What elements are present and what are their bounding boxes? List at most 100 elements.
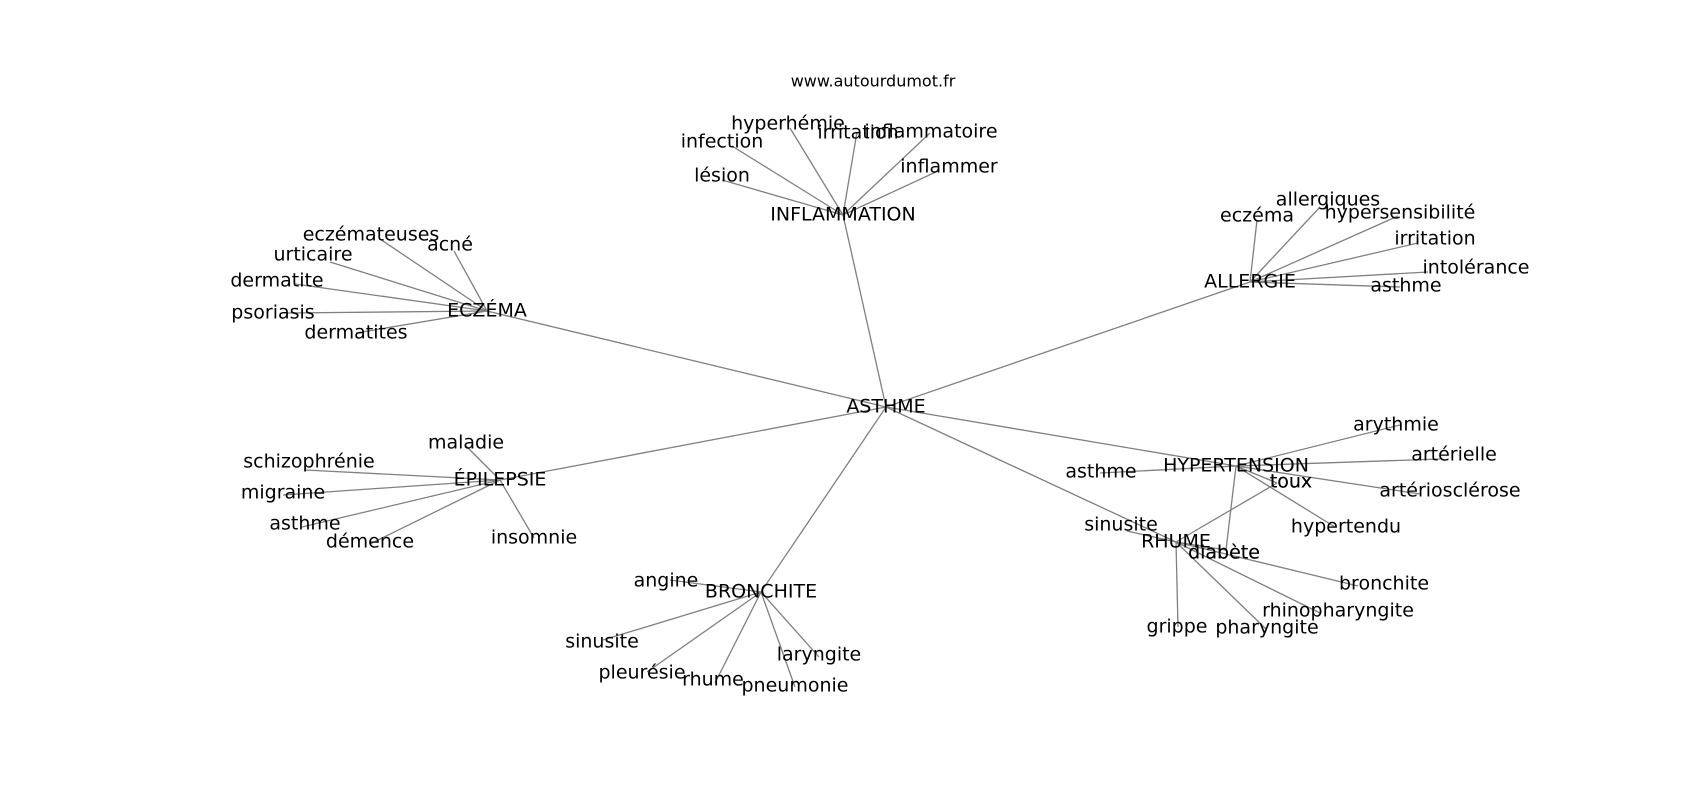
edge-epilepsie-asthme xyxy=(301,479,501,528)
edge-rhume-bronchite xyxy=(1175,541,1359,587)
node-word-epilepsie-demence: démence xyxy=(326,531,414,553)
edge-epilepsie-migraine xyxy=(282,479,501,496)
node-hub-allergie: ALLERGIE xyxy=(1204,271,1296,293)
edge-asthme-epilepsie xyxy=(499,406,887,481)
edge-bronchite-angine xyxy=(669,579,762,593)
node-word-eczema-dermatites: dermatites xyxy=(304,322,407,344)
node-word-hypertension-arythmie: arythmie xyxy=(1353,414,1439,436)
node-word-rhume-rhinopharyngite: rhinopharyngite xyxy=(1262,600,1414,622)
node-word-rhume-diabete: diabète xyxy=(1188,542,1260,564)
node-hub-hypertension: HYPERTENSION xyxy=(1163,455,1309,477)
node-word-allergie-irritation: irritation xyxy=(1394,228,1475,250)
node-word-rhume-grippe: grippe xyxy=(1147,616,1208,638)
node-word-bronchite-pneumonie: pneumonie xyxy=(742,675,849,697)
edge-rhume-sinusite xyxy=(1126,530,1177,543)
edge-inflammation-inflammer xyxy=(842,170,939,216)
edge-asthme-eczema xyxy=(486,310,887,408)
edge-inflammation-infection xyxy=(731,145,844,216)
edge-hypertension-toux xyxy=(1235,465,1278,484)
node-hub-epilepsie: ÉPILEPSIE xyxy=(454,468,547,491)
node-word-epilepsie-asthme: asthme xyxy=(269,513,340,535)
node-word-rhume-toux: toux xyxy=(1270,471,1312,493)
node-word-hypertension-diabete: diabète xyxy=(1188,542,1260,564)
edge-epilepsie-insomnie xyxy=(499,479,535,539)
node-word-bronchite-sinusite: sinusite xyxy=(565,631,639,653)
node-word-bronchite-pleuresie: pleurésie xyxy=(598,662,685,684)
node-word-allergie-hypersensibilite: hypersensibilité xyxy=(1325,202,1476,224)
node-word-hypertension-asthme: asthme xyxy=(1065,461,1136,483)
edge-eczema-psoriasis xyxy=(285,310,488,314)
edge-epilepsie-demence xyxy=(369,479,501,545)
edge-allergie-intolerance xyxy=(1249,271,1429,283)
edge-rhume-rhinopharyngite xyxy=(1175,541,1321,614)
edge-asthme-rhume xyxy=(885,406,1177,543)
edge-bronchite-pleuresie xyxy=(646,591,762,673)
node-word-eczema-dermatite: dermatite xyxy=(230,270,323,292)
node-word-hypertension-arterielle: artérielle xyxy=(1411,444,1497,466)
node-word-eczema-acne: acné xyxy=(427,234,473,256)
edge-allergie-hypersensibilite xyxy=(1249,215,1399,283)
edge-rhume-grippe xyxy=(1175,541,1179,628)
node-word-rhume-pharyngite: pharyngite xyxy=(1215,617,1318,639)
edge-allergie-asthme xyxy=(1249,281,1401,288)
edge-allergie-allergiques xyxy=(1249,206,1321,283)
node-word-inflammation-infection: infection xyxy=(681,131,764,153)
edge-asthme-hypertension xyxy=(885,406,1237,467)
node-word-allergie-asthme: asthme xyxy=(1370,275,1441,297)
edge-eczema-urticaire xyxy=(329,261,488,312)
node-word-epilepsie-maladie: maladie xyxy=(428,432,504,454)
node-word-allergie-intolerance: intolérance xyxy=(1423,257,1530,279)
edge-rhume-toux xyxy=(1175,482,1278,543)
node-word-hypertension-arteriosclerose: artériosclérose xyxy=(1379,480,1520,502)
graph-edges xyxy=(282,127,1441,688)
edge-hypertension-hypertendu xyxy=(1235,465,1336,528)
node-word-bronchite-laryngite: laryngite xyxy=(777,644,862,666)
node-word-inflammation-hyperhemie: hyperhémie xyxy=(731,113,845,135)
node-hub-eczema: ECZÉMA xyxy=(447,299,527,322)
node-word-hypertension-hypertendu: hypertendu xyxy=(1291,516,1401,538)
node-hub-bronchite: BRONCHITE xyxy=(705,581,817,603)
node-word-inflammation-inflammatoire: inflammatoire xyxy=(864,121,997,143)
edge-asthme-allergie xyxy=(885,281,1251,408)
node-word-eczema-eczemateuses: eczémateuses xyxy=(303,224,440,246)
edge-allergie-eczema xyxy=(1249,219,1258,283)
edge-inflammation-inflammatoire xyxy=(842,132,931,216)
node-word-rhume-bronchite: bronchite xyxy=(1339,573,1429,595)
edge-rhume-diabete xyxy=(1175,541,1227,551)
edge-allergie-irritation xyxy=(1249,242,1419,283)
edge-hypertension-diabete xyxy=(1225,465,1237,551)
edge-hypertension-asthme xyxy=(1099,465,1237,474)
node-word-bronchite-rhume: rhume xyxy=(682,669,744,691)
edge-bronchite-laryngite xyxy=(760,591,820,658)
node-word-epilepsie-insomnie: insomnie xyxy=(491,527,577,549)
edge-eczema-eczemateuses xyxy=(379,238,488,312)
edge-hypertension-arterielle xyxy=(1235,458,1441,467)
edge-eczema-dermatites xyxy=(355,310,488,334)
node-word-epilepsie-migraine: migraine xyxy=(241,482,325,504)
edge-asthme-bronchite xyxy=(760,406,887,593)
edge-eczema-dermatite xyxy=(294,283,488,312)
node-hub-rhume: RHUME xyxy=(1141,531,1211,553)
node-word-inflammation-inflammer: inflammer xyxy=(900,156,998,178)
node-word-inflammation-irritation: irritation xyxy=(817,122,898,144)
edge-hypertension-arteriosclerose xyxy=(1235,465,1421,495)
edge-epilepsie-schizophrenie xyxy=(304,469,501,481)
edge-bronchite-sinusite xyxy=(602,591,762,641)
source-caption: www.autourdumot.fr xyxy=(791,72,956,91)
edge-epilepsie-maladie xyxy=(465,445,501,481)
edge-bronchite-pneumonie xyxy=(760,591,796,688)
edge-inflammation-lesion xyxy=(721,179,844,216)
node-word-eczema-psoriasis: psoriasis xyxy=(231,302,314,324)
node-word-bronchite-angine: angine xyxy=(634,570,699,592)
node-word-eczema-urticaire: urticaire xyxy=(273,244,352,266)
edge-hypertension-arythmie xyxy=(1235,424,1401,467)
edge-eczema-acne xyxy=(453,250,488,312)
node-word-hypertension-toux: toux xyxy=(1270,471,1312,493)
node-word-allergie-allergiques: allergiques xyxy=(1276,189,1380,211)
edge-rhume-pharyngite xyxy=(1175,541,1267,630)
edge-inflammation-irritation xyxy=(842,131,858,216)
node-hub-inflammation: INFLAMMATION xyxy=(770,204,915,226)
edge-asthme-inflammation xyxy=(842,214,887,408)
node-center-asthme: ASTHME xyxy=(846,396,925,418)
